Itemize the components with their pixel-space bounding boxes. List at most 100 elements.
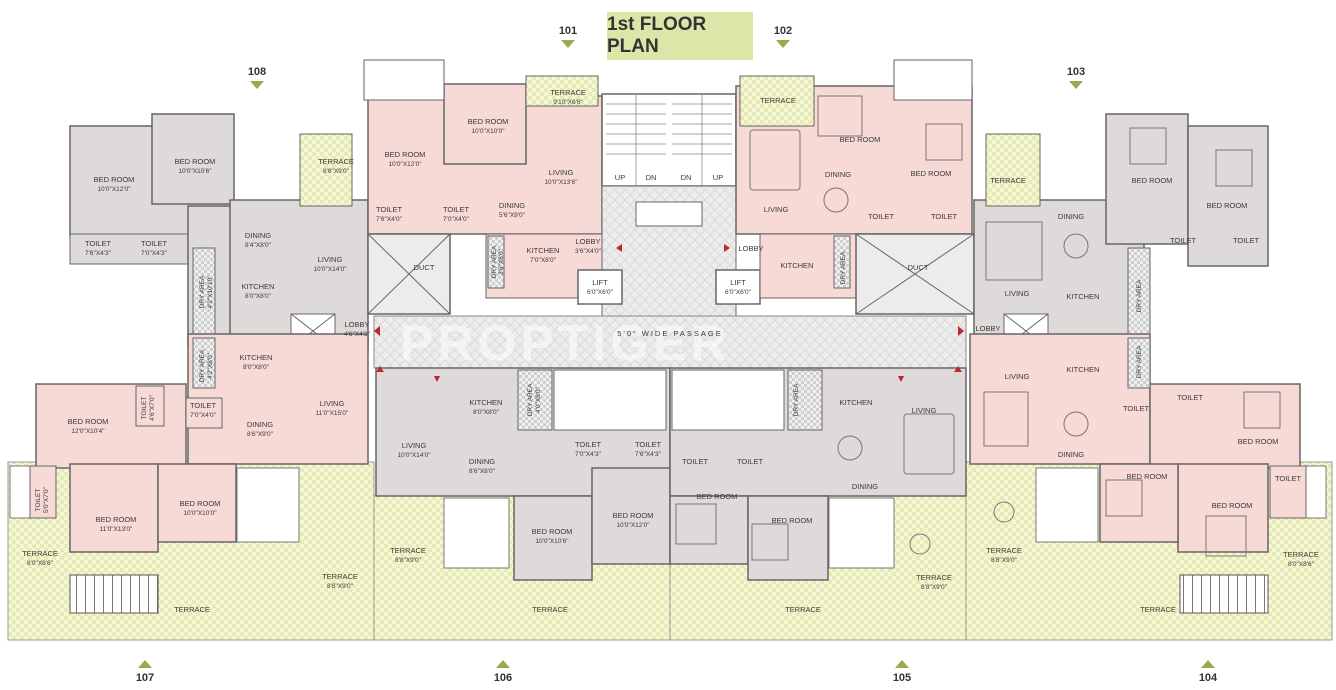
label-r102-toilet2: TOILET [931,212,958,221]
label-r105-bed1: BED ROOM [697,492,738,501]
label-r103-toilet2: TOILET [1233,236,1260,245]
label-r103-bed2: BED ROOM [1207,201,1248,210]
unit-label-104: 104 [1198,672,1218,684]
label-r102-dining: DINING [825,170,851,179]
plan-title: 1st FLOOR PLAN [607,12,753,60]
terrace-105 [669,494,967,641]
label-r107-toilet2: TOILET [190,401,217,410]
label-r106-toilet1: TOILET [575,440,602,449]
label-r106-terrace2: TERRACE [532,605,568,614]
label-r102-living: LIVING [764,205,789,214]
label-r105-dining: DINING [852,482,878,491]
label-stair-dn-1: DN [646,173,657,182]
label-r105-kitchen: KITCHEN [840,398,873,407]
label-r108-dining: DINING [245,231,271,240]
label-r102-terrace: TERRACE [760,96,796,105]
unit-label-108: 108 [247,66,267,78]
dim-r108-dining: 8'4"X8'0" [245,242,272,249]
label-r107-terrace2: TERRACE [322,572,358,581]
label-r102-bed2: BED ROOM [911,169,952,178]
label-r101-bed1: BED ROOM [385,150,426,159]
label-r104-dry: DRY AREA [1136,345,1143,378]
dim-r101-dining: 5'6"X9'0" [499,212,526,219]
label-r107-bed1: BED ROOM [68,417,109,426]
unit-label-101: 101 [558,25,578,37]
dim-r107-terrace1: 8'0"X8'6" [27,560,54,567]
marker-102-icon [776,40,790,48]
dim-r107-living: 11'0"X15'0" [316,410,349,417]
terrace-107 [7,461,375,641]
label-r108-terrace: TERRACE [318,157,354,166]
label-r108-bed2: BED ROOM [175,157,216,166]
label-r105-toilet2: TOILET [737,457,764,466]
label-r102-bed1: BED ROOM [840,135,881,144]
dim-lift-left: 6'0"X6'0" [587,289,614,296]
dim-r108-kitchen: 8'0"X8'0" [245,293,272,300]
dim-r101-kitchen: 7'0"X8'0" [530,257,557,264]
dim-r108-bed1: 10'0"X12'0" [97,186,131,193]
dim-r107-toilet3: 5'0"X7'0" [43,486,50,513]
label-stair-up-1: UP [615,173,625,182]
marker-104-icon [1201,660,1215,668]
label-r107-living: LIVING [320,399,345,408]
label-r102-lobby: LOBBY [738,244,763,253]
unit-label-107: 107 [135,672,155,684]
label-r107-terrace3: TERRACE [174,605,210,614]
label-r101-lobby: LOBBY [575,237,600,246]
label-r103-dry: DRY AREA [1136,279,1143,312]
label-duct-right: DUCT [908,263,929,272]
label-r101-toilet2: TOILET [443,205,470,214]
label-r106-dining: DINING [469,457,495,466]
label-r107-kitchen: KITCHEN [240,353,273,362]
dim-r106-dining: 8'6"X8'0" [469,468,496,475]
label-r104-kitchen: KITCHEN [1067,365,1100,374]
unit-label-102: 102 [773,25,793,37]
label-r101-kitchen: KITCHEN [527,246,560,255]
label-r103-dining: DINING [1058,212,1084,221]
label-r101-bed2: BED ROOM [468,117,509,126]
dim-r101-bed1: 10'0"X12'0" [388,161,422,168]
label-r101-toilet1: TOILET [376,205,403,214]
label-r108-dry: DRY AREA [199,275,206,308]
label-r103-living: LIVING [1005,289,1030,298]
label-r104-bed3: BED ROOM [1212,501,1253,510]
label-r105-terrace2: TERRACE [785,605,821,614]
label-stair-up-2: UP [713,173,723,182]
label-r107-dry: DRY AREA [199,349,206,382]
label-r103-toilet1: TOILET [1170,236,1197,245]
unit-label-106: 106 [493,672,513,684]
label-r108-toilet2: TOILET [141,239,168,248]
dim-r106-terrace1: 8'8"X9'0" [395,557,422,564]
label-stair-dn-2: DN [681,173,692,182]
label-r108-toilet1: TOILET [85,239,112,248]
label-r104-toilet2: TOILET [1123,404,1150,413]
label-lift-left: LIFT [592,278,608,287]
label-r106-dry: DRY AREA [527,383,534,416]
dim-r101-toilet2: 7'0"X4'0" [443,216,470,223]
railing-104 [1179,574,1269,614]
dim-r108-toilet2: 7'0"X4'3" [141,250,168,257]
label-r106-toilet2: TOILET [635,440,662,449]
dim-r106-bed2: 10'0"X12'0" [616,522,650,529]
label-r101-terrace: TERRACE [550,88,586,97]
label-passage: 5'0" WIDE PASSAGE [617,329,722,338]
dim-r101-toilet1: 7'6"X4'0" [376,216,403,223]
label-r108-living: LIVING [318,255,343,264]
label-r105-bed2: BED ROOM [772,516,813,525]
label-r104-toilet3: TOILET [1275,474,1302,483]
dim-r107-bed2: 11'0"X13'0" [100,526,133,533]
dim-r107-dining: 8'6"X9'0" [247,431,274,438]
marker-103-icon [1069,81,1083,89]
dim-r106-bed1: 10'0"X10'6" [535,538,569,545]
unit-label-103: 103 [1066,66,1086,78]
passage [373,315,967,369]
dim-r108-toilet1: 7'6"X4'3" [85,250,112,257]
watermark: PROPTIGER [400,315,730,371]
label-r107-dining: DINING [247,420,273,429]
dim-r101-terrace: 9'10"X6'6" [553,99,583,106]
dim-r107-bed1: 12'0"X10'4" [71,428,105,435]
label-r106-kitchen: KITCHEN [470,398,503,407]
label-r104-terrace1: TERRACE [986,546,1022,555]
